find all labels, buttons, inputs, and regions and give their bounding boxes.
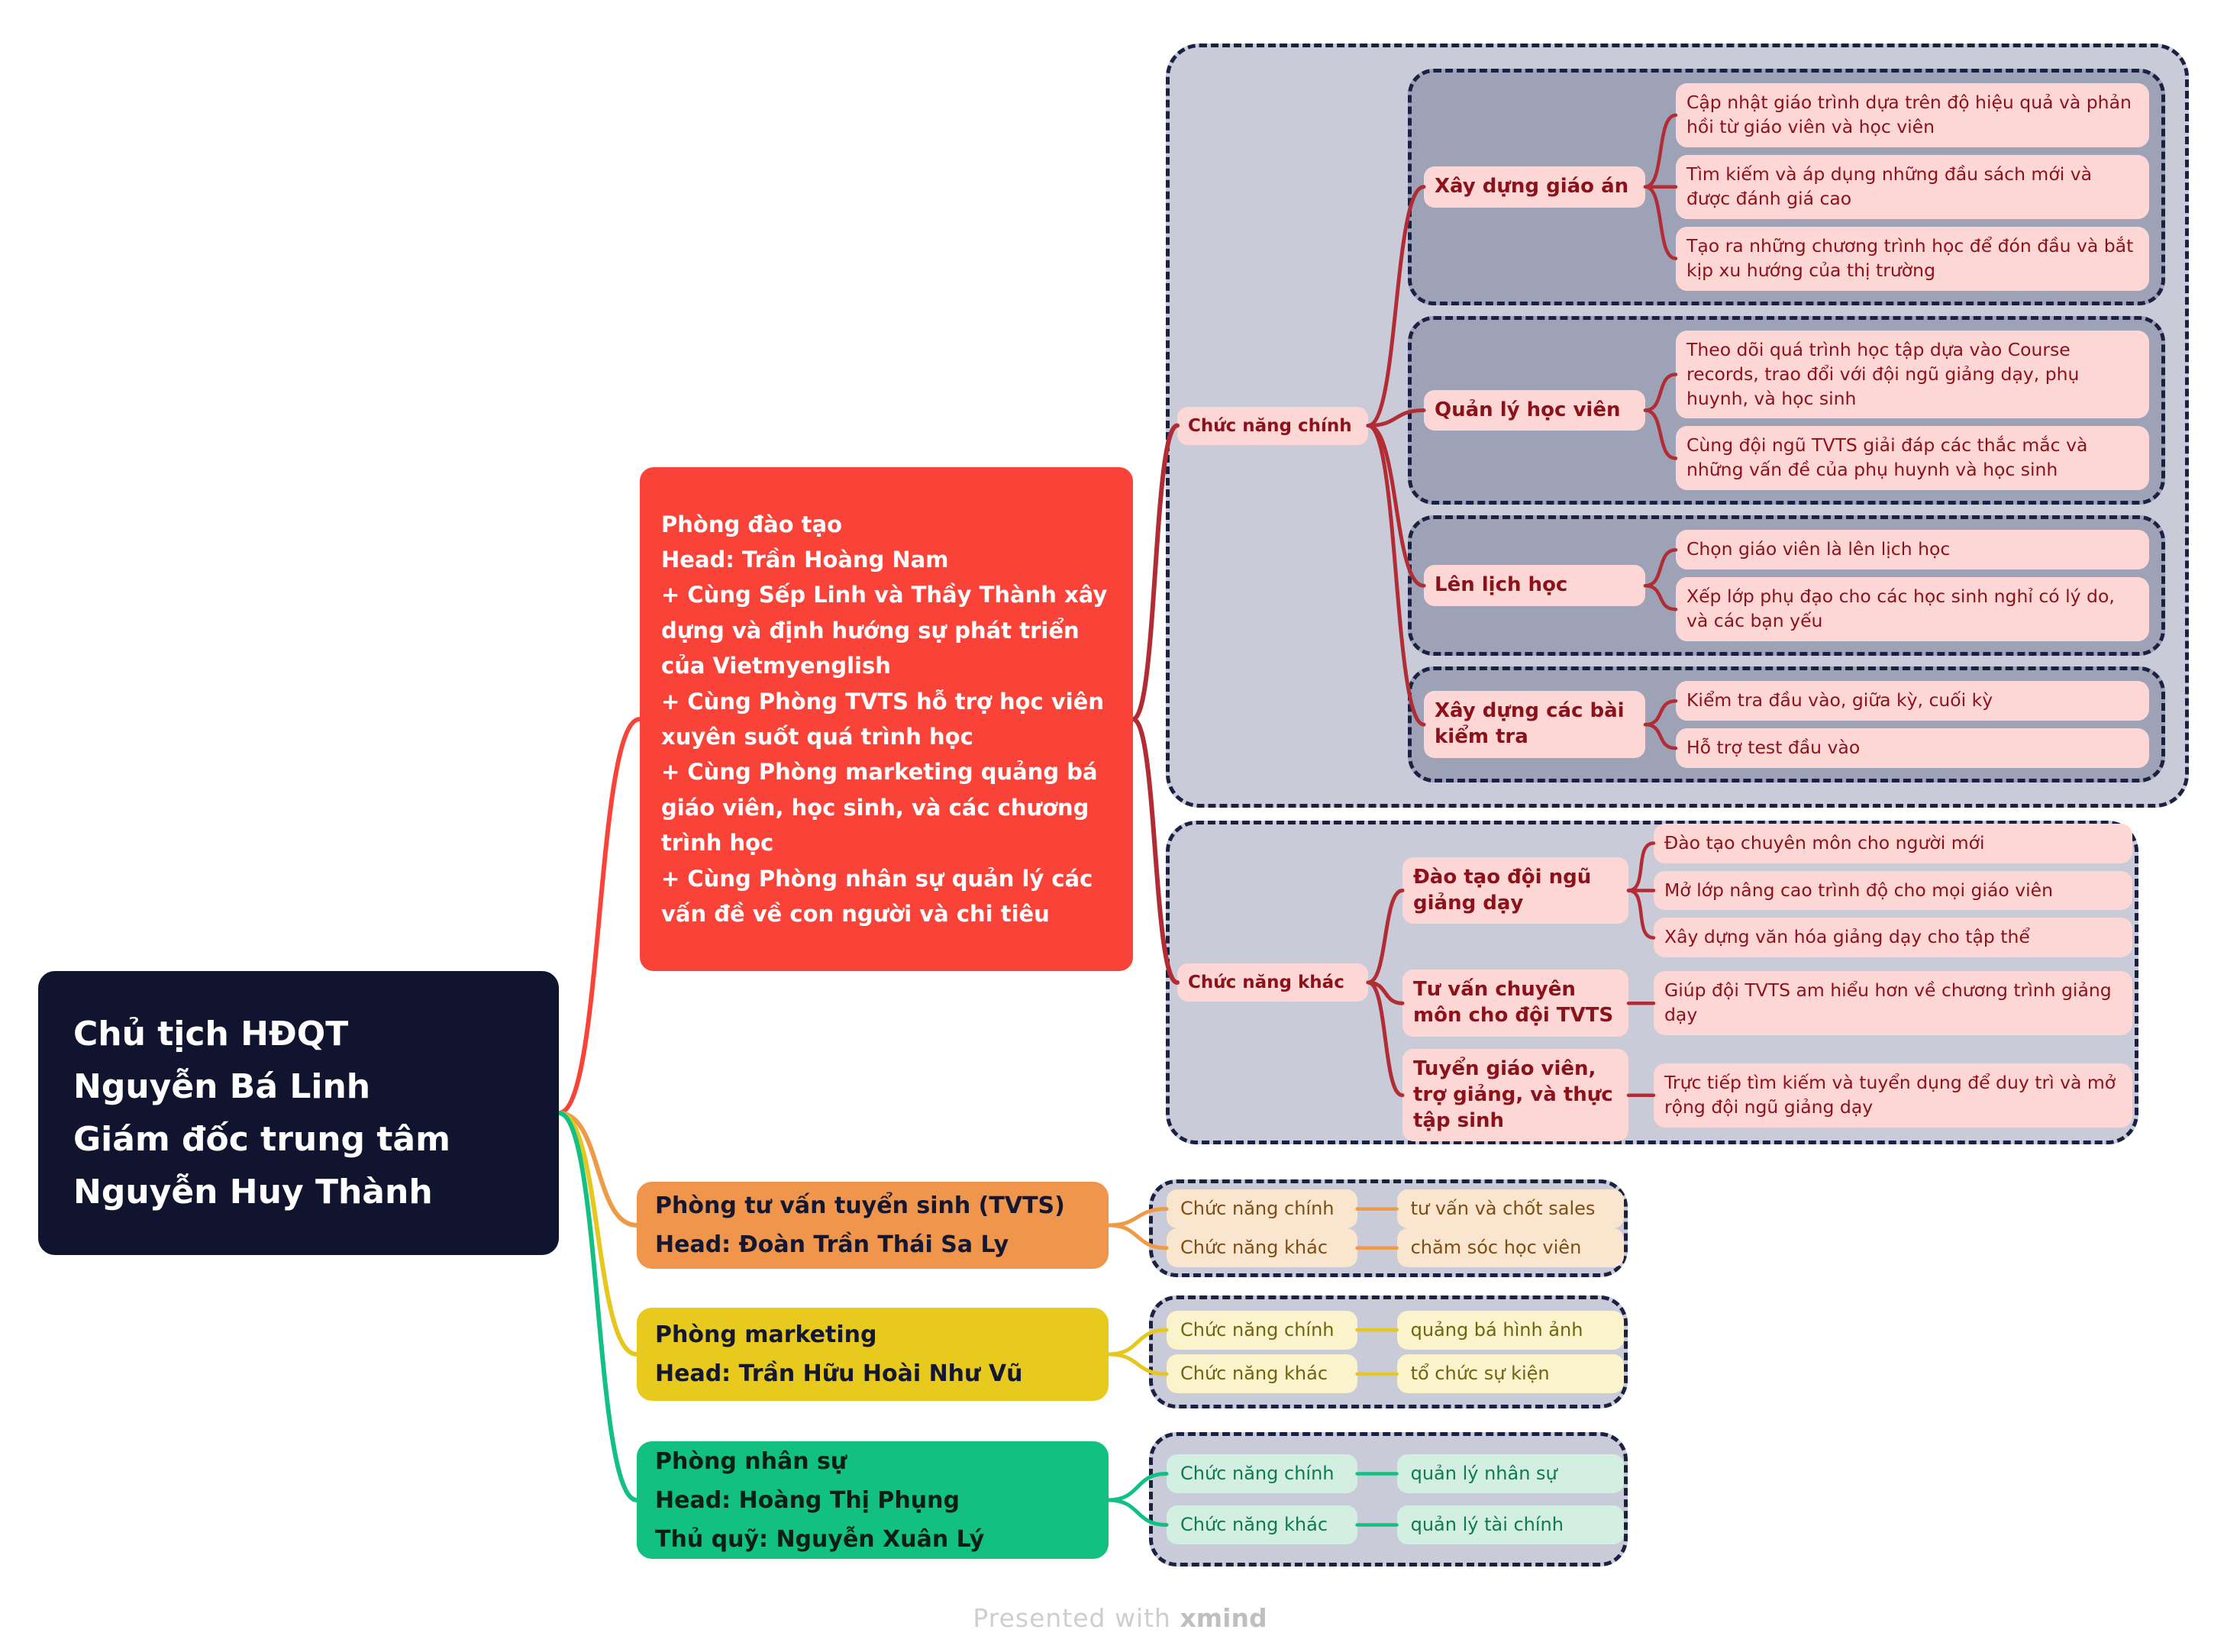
group-quan-ly-hoc-vien: Quản lý học viên Theo dõi quá trình học … <box>1408 315 2165 505</box>
leaf-item[interactable]: Xây dựng văn hóa giảng dạy cho tập thể <box>1654 918 2132 958</box>
xmind-brand: xmind <box>1180 1603 1267 1633</box>
marketing-row-main: Chức năng chính quảng bá hình ảnh <box>1153 1310 1624 1350</box>
hr-row-main: Chức năng chính quản lý nhân sự <box>1153 1454 1624 1494</box>
tvts-func-other-label[interactable]: Chức năng khác <box>1167 1228 1357 1268</box>
leaf-item[interactable]: Chọn giáo viên là lên lịch học <box>1676 530 2149 570</box>
training-node[interactable]: Phòng đào tạo Head: Trần Hoàng Nam + Cùn… <box>640 467 1133 971</box>
tvts-row-main: Chức năng chính tư vấn và chốt sales <box>1153 1189 1624 1229</box>
training-line: + Cùng Sếp Linh và Thầy Thành xây dựng v… <box>661 582 1108 679</box>
hr-node[interactable]: Phòng nhân sự Head: Hoàng Thị Phụng Thủ … <box>637 1441 1109 1559</box>
topic-xay-dung-giao-an[interactable]: Xây dựng giáo án <box>1424 166 1645 208</box>
leaf-list: Theo dõi quá trình học tập dựa vào Cours… <box>1676 330 2149 491</box>
leaf-item[interactable]: Cập nhật giáo trình dựa trên độ hiệu quả… <box>1676 82 2149 147</box>
hr-line: Head: Hoàng Thị Phụng <box>655 1486 960 1514</box>
hr-func-main-value[interactable]: quản lý nhân sự <box>1396 1454 1624 1494</box>
tvts-node[interactable]: Phòng tư vấn tuyển sinh (TVTS) Head: Đoà… <box>637 1182 1109 1269</box>
leaf-item[interactable]: Kiểm tra đầu vào, giữa kỳ, cuối kỳ <box>1676 681 2149 721</box>
marketing-line: Head: Trần Hữu Hoài Như Vũ <box>655 1360 1023 1387</box>
leaf-item[interactable]: Cùng đội ngũ TVTS giải đáp các thắc mắc … <box>1676 426 2149 491</box>
marketing-row-other: Chức năng khác tổ chức sự kiện <box>1153 1354 1624 1394</box>
footer-credit: Presented with xmind <box>0 1603 2240 1633</box>
marketing-line: Phòng marketing <box>655 1321 877 1348</box>
training-line: Phòng đào tạo <box>661 511 843 537</box>
leaf-item[interactable]: Theo dõi quá trình học tập dựa vào Cours… <box>1676 330 2149 419</box>
marketing-func-other-label[interactable]: Chức năng khác <box>1167 1354 1357 1394</box>
hr-line: Thủ quỹ: Nguyễn Xuân Lý <box>655 1525 985 1553</box>
topic-xay-dung-bai-kiem-tra[interactable]: Xây dựng các bài kiểm tra <box>1424 691 1645 758</box>
marketing-func-other-value[interactable]: tổ chức sự kiện <box>1396 1354 1624 1394</box>
leaf-item[interactable]: Xếp lớp phụ đạo cho các học sinh nghỉ có… <box>1676 577 2149 642</box>
group-len-lich-hoc: Lên lịch học Chọn giáo viên là lên lịch … <box>1408 515 2165 657</box>
tvts-func-other-value[interactable]: chăm sóc học viên <box>1396 1228 1624 1268</box>
group-tuyen-giao-vien: Tuyển giáo viên, trợ giảng, và thực tập … <box>1402 1049 2132 1142</box>
root-line: Giám đốc trung tâm <box>73 1120 450 1159</box>
topic-len-lich-hoc[interactable]: Lên lịch học <box>1424 565 1645 607</box>
footer-text: Presented with <box>973 1603 1171 1633</box>
root-node[interactable]: Chủ tịch HĐQT Nguyễn Bá Linh Giám đốc tr… <box>38 971 559 1255</box>
leaf-item[interactable]: Tìm kiếm và áp dụng những đầu sách mới v… <box>1676 154 2149 219</box>
leaf-item[interactable]: Tạo ra những chương trình học để đón đầu… <box>1676 226 2149 291</box>
hr-func-other-label[interactable]: Chức năng khác <box>1167 1505 1357 1545</box>
boundary-tvts-functions: Chức năng chính tư vấn và chốt sales Chứ… <box>1149 1179 1628 1277</box>
topic-dao-tao-doi-ngu[interactable]: Đào tạo đội ngũ giảng dạy <box>1402 857 1628 924</box>
hr-row-other: Chức năng khác quản lý tài chính <box>1153 1505 1624 1545</box>
topic-tu-van-chuyen-mon[interactable]: Tư vấn chuyên môn cho đội TVTS <box>1402 970 1628 1037</box>
marketing-func-main-value[interactable]: quảng bá hình ảnh <box>1396 1310 1624 1350</box>
marketing-func-main-label[interactable]: Chức năng chính <box>1167 1310 1357 1350</box>
func-main-groups: Xây dựng giáo án Cập nhật giáo trình dựa… <box>1408 68 2165 783</box>
training-line: + Cùng Phòng TVTS hỗ trợ học viên xuyên … <box>661 688 1104 750</box>
boundary-func-main: Chức năng chính Xây dựng giáo án Cập nhậ… <box>1166 44 2189 808</box>
tvts-line: Phòng tư vấn tuyển sinh (TVTS) <box>655 1192 1065 1219</box>
leaf-list: Đào tạo chuyên môn cho người mới Mở lớp … <box>1654 823 2132 958</box>
topic-tuyen-giao-vien[interactable]: Tuyển giáo viên, trợ giảng, và thực tập … <box>1402 1049 1628 1142</box>
root-line: Chủ tịch HĐQT <box>73 1014 349 1053</box>
group-tu-van-chuyen-mon: Tư vấn chuyên môn cho đội TVTS Giúp đội … <box>1402 970 2132 1037</box>
leaf-item[interactable]: Mở lớp nâng cao trình độ cho mọi giáo vi… <box>1654 870 2132 911</box>
leaf-list: Giúp đội TVTS am hiểu hơn về chương trìn… <box>1654 971 2132 1036</box>
tvts-line: Head: Đoàn Trần Thái Sa Ly <box>655 1231 1009 1258</box>
leaf-list: Kiểm tra đầu vào, giữa kỳ, cuối kỳ Hỗ tr… <box>1676 681 2149 769</box>
leaf-item[interactable]: Đào tạo chuyên môn cho người mới <box>1654 823 2132 863</box>
leaf-list: Chọn giáo viên là lên lịch học Xếp lớp p… <box>1676 530 2149 642</box>
boundary-hr-functions: Chức năng chính quản lý nhân sự Chức năn… <box>1149 1432 1628 1566</box>
hr-func-main-label[interactable]: Chức năng chính <box>1167 1454 1357 1494</box>
root-line: Nguyễn Huy Thành <box>73 1173 433 1212</box>
root-line: Nguyễn Bá Linh <box>73 1066 371 1106</box>
group-dao-tao-doi-ngu: Đào tạo đội ngũ giảng dạy Đào tạo chuyên… <box>1402 823 2132 958</box>
hr-line: Phòng nhân sự <box>655 1447 847 1475</box>
boundary-marketing-functions: Chức năng chính quảng bá hình ảnh Chức n… <box>1149 1295 1628 1408</box>
training-line: + Cùng Phòng marketing quảng bá giáo viê… <box>661 759 1098 857</box>
tvts-func-main-value[interactable]: tư vấn và chốt sales <box>1396 1189 1624 1229</box>
group-xay-dung-giao-an: Xây dựng giáo án Cập nhật giáo trình dựa… <box>1408 68 2165 305</box>
topic-quan-ly-hoc-vien[interactable]: Quản lý học viên <box>1424 389 1645 431</box>
topic-func-other[interactable]: Chức năng khác <box>1177 963 1368 1002</box>
marketing-node[interactable]: Phòng marketing Head: Trần Hữu Hoài Như … <box>637 1308 1109 1401</box>
boundary-func-other: Chức năng khác Đào tạo đội ngũ giảng dạy… <box>1166 821 2138 1144</box>
training-line: + Cùng Phòng nhân sự quản lý các vấn đề … <box>661 865 1093 927</box>
leaf-item[interactable]: Trực tiếp tìm kiếm và tuyển dụng để duy … <box>1654 1063 2132 1128</box>
func-other-groups: Đào tạo đội ngũ giảng dạy Đào tạo chuyên… <box>1402 823 2132 1142</box>
hr-func-other-value[interactable]: quản lý tài chính <box>1396 1505 1624 1545</box>
leaf-item[interactable]: Giúp đội TVTS am hiểu hơn về chương trìn… <box>1654 971 2132 1036</box>
tvts-row-other: Chức năng khác chăm sóc học viên <box>1153 1228 1624 1268</box>
leaf-list: Trực tiếp tìm kiếm và tuyển dụng để duy … <box>1654 1063 2132 1128</box>
training-line: Head: Trần Hoàng Nam <box>661 547 949 573</box>
group-xay-dung-bai-kiem-tra: Xây dựng các bài kiểm tra Kiểm tra đầu v… <box>1408 666 2165 783</box>
leaf-item[interactable]: Hỗ trợ test đầu vào <box>1676 728 2149 769</box>
leaf-list: Cập nhật giáo trình dựa trên độ hiệu quả… <box>1676 82 2149 291</box>
topic-func-main[interactable]: Chức năng chính <box>1177 406 1368 445</box>
tvts-func-main-label[interactable]: Chức năng chính <box>1167 1189 1357 1229</box>
